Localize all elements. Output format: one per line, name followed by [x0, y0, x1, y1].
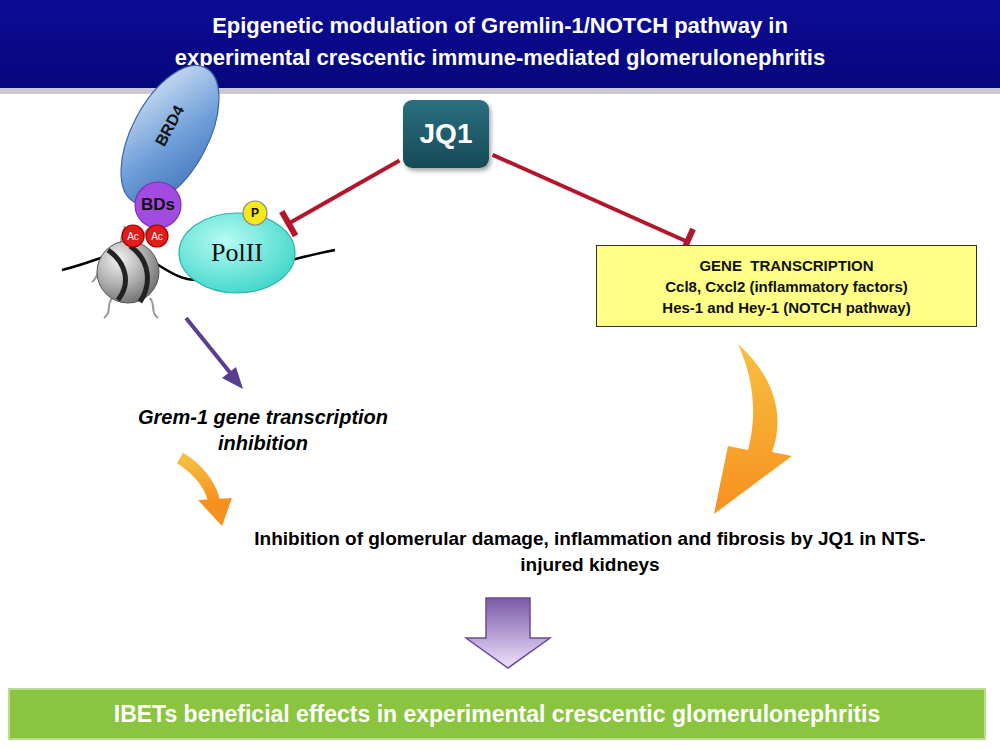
result-label: Grem-1 gene transcription inhibition [93, 404, 433, 456]
node-text: Hes-1 and Hey-1 (NOTCH pathway) [662, 297, 910, 318]
outcome-label: Inhibition of glomerular damage, inflamm… [250, 526, 930, 578]
node-text: GENE TRANSCRIPTION [699, 255, 873, 276]
orange-curved-arrow [714, 344, 792, 514]
connector-line [493, 155, 688, 242]
acetyl-mark: Ac [146, 225, 168, 247]
node-text: Ccl8, Cxcl2 (inflammatory factors) [665, 276, 908, 297]
orange-arrow [180, 458, 232, 526]
bromodomain-circle: BDs [135, 182, 181, 228]
node-text: PolII [211, 238, 263, 268]
inhibition-connector [493, 155, 693, 255]
phosphate-mark: P [243, 201, 267, 225]
node-text: Ac [127, 231, 139, 242]
node-text: Ac [151, 231, 163, 242]
nucleosome [97, 241, 159, 303]
gene-transcription-box: GENE TRANSCRIPTIONCcl8, Cxcl2 (inflammat… [596, 245, 977, 327]
acetyl-mark: Ac [122, 225, 144, 247]
inhibition-connector [282, 160, 400, 235]
title-text: Epigenetic modulation of Gremlin-1/NOTCH… [50, 10, 950, 74]
node-text: BDs [141, 195, 175, 215]
jq1-box: JQ1 [403, 100, 489, 168]
connector-line [289, 160, 400, 223]
polymerase-ellipse: PolII [178, 212, 296, 294]
purple-arrow [186, 318, 243, 389]
down-block-arrow [466, 598, 550, 668]
node-text: P [251, 206, 259, 220]
node-text: IBETs beneficial effects in experimental… [114, 701, 880, 728]
node-text: JQ1 [420, 118, 473, 150]
conclusion-band: IBETs beneficial effects in experimental… [8, 688, 986, 740]
